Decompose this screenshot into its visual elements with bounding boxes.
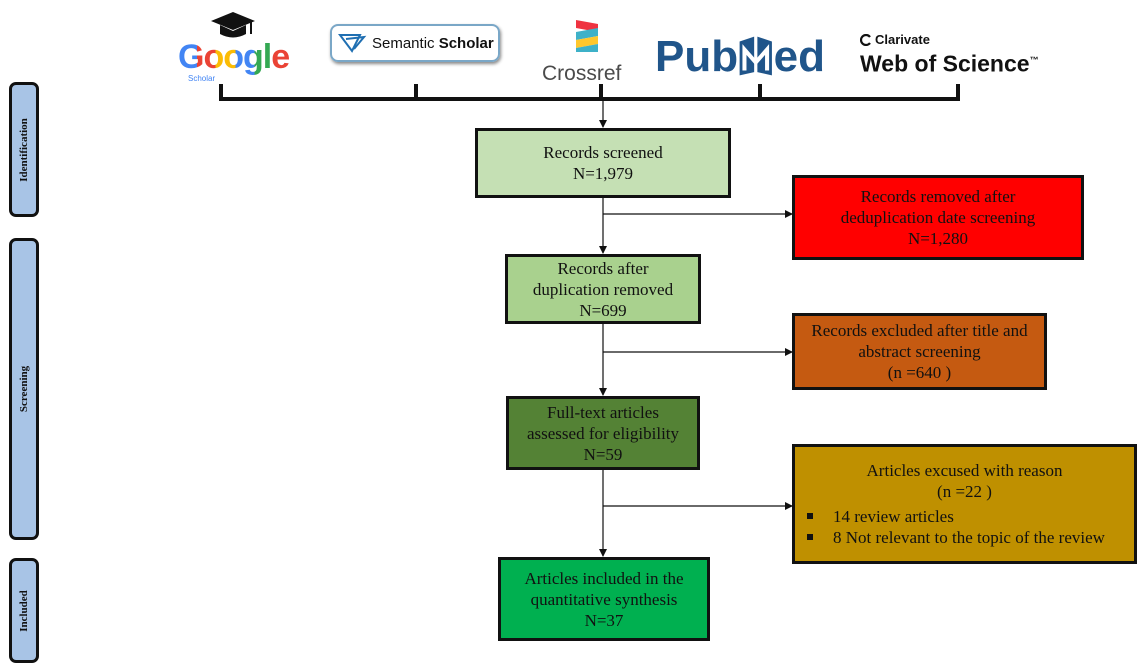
records-removed-dedup-box: Records removed after deduplication date… (792, 175, 1084, 260)
semantic-label: Semantic (372, 34, 435, 52)
excluded-title-line1: Records excluded after title and (811, 321, 1028, 340)
fulltext-assessed-box: Full-text articles assessed for eligibil… (506, 396, 700, 470)
excused-reason-item: 14 review articles (795, 506, 1134, 527)
google-wordmark: Google (178, 38, 290, 76)
web-of-science-logo: Clarivate Web of Science™ (860, 32, 1039, 82)
crossref-logo: Crossref (542, 18, 632, 88)
pubmed-wordmark-right: ed (773, 32, 825, 81)
google-scholar-sublabel: Scholar (188, 74, 216, 83)
records-after-dup-count: N=699 (579, 300, 627, 320)
fulltext-line2: assessed for eligibility (526, 423, 680, 443)
clarivate-icon (860, 33, 871, 46)
pubmed-wordmark-left: Pub (655, 32, 739, 81)
records-screened-count: N=1,979 (572, 164, 634, 183)
pubmed-logo: Pub ed (655, 22, 825, 82)
records-after-dup-line2: duplication removed (532, 279, 674, 299)
included-line2: quantitative synthesis (530, 589, 678, 609)
graduation-cap-icon (211, 12, 255, 38)
phase-identification: Identification (9, 82, 39, 217)
crossref-mark-icon (576, 20, 598, 52)
phase-screening: Screening (9, 238, 39, 540)
excluded-title-line2: abstract screening (858, 342, 981, 361)
excused-count: (n =22 ) (937, 482, 992, 501)
trademark-mark: ™ (1029, 55, 1039, 65)
fulltext-count: N=59 (583, 444, 623, 464)
included-count: N=37 (584, 610, 624, 630)
articles-excused-box: Articles excused with reason (n =22 ) 14… (792, 444, 1137, 564)
excused-title: Articles excused with reason (866, 461, 1063, 480)
records-excluded-title-box: Records excluded after title and abstrac… (792, 313, 1047, 390)
records-after-dup-box: Records after duplication removed N=699 (505, 254, 701, 324)
fulltext-line1: Full-text articles (547, 402, 659, 422)
excused-reason-item: 8 Not relevant to the topic of the revie… (795, 527, 1134, 548)
semantic-scholar-icon (338, 34, 367, 53)
crossref-wordmark: Crossref (542, 62, 622, 85)
records-screened-title: Records screened (543, 143, 663, 162)
pubmed-book-icon (739, 36, 773, 76)
removed-dedup-line1: Records removed after (860, 187, 1016, 206)
scholar-label: Scholar (438, 34, 494, 52)
semantic-scholar-logo: Semantic Scholar (330, 24, 500, 62)
removed-dedup-count: N=1,280 (907, 229, 969, 248)
excluded-title-count: (n =640 ) (887, 363, 952, 382)
source-bracket (219, 84, 960, 101)
web-of-science-label: Web of Science (860, 50, 1030, 77)
google-scholar-logo: Google Scholar (178, 6, 290, 86)
articles-included-box: Articles included in the quantitative sy… (498, 557, 710, 641)
clarivate-label: Clarivate (875, 32, 930, 47)
records-screened-box: Records screened N=1,979 (475, 128, 731, 198)
included-line1: Articles included in the (524, 568, 684, 588)
records-after-dup-line1: Records after (557, 258, 649, 278)
removed-dedup-line2: deduplication date screening (840, 208, 1036, 227)
excused-reasons-list: 14 review articles 8 Not relevant to the… (795, 506, 1134, 548)
